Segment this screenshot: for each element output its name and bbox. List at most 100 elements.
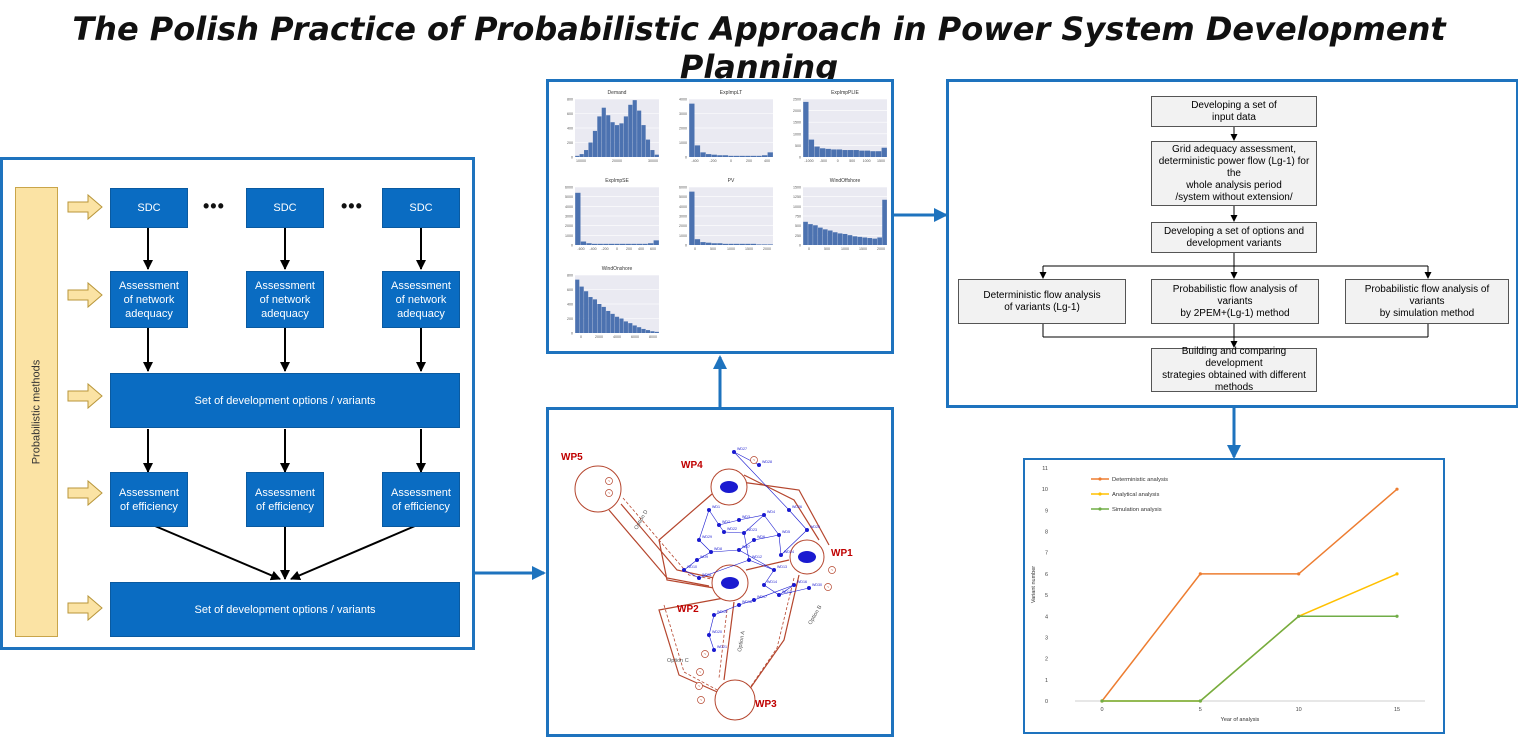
histogram-bar — [762, 244, 768, 245]
y-tick-label: 6 — [1045, 572, 1048, 578]
histogram-xtick: 0 — [837, 159, 839, 163]
network-node — [742, 531, 746, 535]
histogram-bar — [597, 304, 602, 333]
histogram-bar — [632, 100, 637, 157]
histogram-bar — [728, 155, 734, 157]
area-label-wp3: WP3 — [755, 699, 777, 710]
ellipsis-2: ••• — [341, 196, 363, 216]
histogram-xtick: 0 — [730, 159, 732, 163]
network-node-label: WD20 — [712, 630, 722, 634]
histogram-xtick: 1500 — [859, 247, 867, 251]
probabilistic-methods-bar — [15, 187, 58, 637]
histogram-bar — [588, 297, 593, 333]
histogram-bar — [694, 145, 701, 157]
network-node — [712, 648, 716, 652]
network-node — [709, 550, 713, 554]
network-option-line — [746, 577, 795, 693]
histogram-ytick: 1250 — [793, 195, 801, 199]
network-line — [683, 569, 700, 579]
x-tick-label: 5 — [1199, 707, 1202, 713]
histogram-bar — [623, 116, 628, 157]
input-arrow-2 — [67, 281, 103, 309]
histogram-xtick: 400 — [638, 247, 644, 251]
histogram-bar — [597, 243, 603, 245]
network-adequacy-box-2: Assessment of network adequacy — [246, 271, 324, 328]
network-node-label: WD14 — [767, 580, 777, 584]
series-point — [1395, 614, 1399, 618]
network-node — [757, 463, 761, 467]
histogram-bar — [745, 155, 751, 157]
flow-step-options-variants: Developing a set of options and developm… — [1151, 222, 1317, 253]
y-tick-label: 2 — [1045, 657, 1048, 663]
histogram-ytick: 2000 — [679, 224, 687, 228]
histogram-bar — [601, 107, 606, 157]
histogram-bar — [739, 243, 745, 245]
histogram-bar — [814, 146, 820, 157]
network-node — [779, 553, 783, 557]
histogram-xtick: 2000 — [877, 247, 885, 251]
histogram-ytick: 3000 — [679, 112, 687, 116]
line-chart-panel — [1023, 458, 1445, 734]
legend-label: Analytical analysis — [1112, 492, 1159, 498]
histogram-ytick: 5000 — [679, 195, 687, 199]
histogram-bar — [620, 243, 626, 245]
histogram-bar — [734, 155, 740, 157]
generator-symbol — [701, 650, 709, 658]
network-line — [748, 559, 775, 571]
histogram-title: Demand — [608, 90, 627, 96]
network-node — [695, 558, 699, 562]
histogram-xtick: -200 — [709, 159, 716, 163]
flowchart-connectors — [1039, 126, 1432, 348]
histogram-bar — [852, 236, 858, 245]
sdc-box-1: SDC — [110, 188, 188, 228]
series-point — [1198, 572, 1202, 576]
network-line — [780, 529, 808, 556]
flow-branch-2pem: Probabilistic flow analysis of variants … — [1151, 279, 1319, 324]
histogram-bar — [614, 125, 620, 157]
histogram-bar — [575, 155, 580, 157]
legend-marker — [1098, 477, 1102, 481]
sdc-box-3: SDC — [382, 188, 460, 228]
histogram-bar — [584, 150, 589, 157]
histogram-xtick: 1000 — [727, 247, 735, 251]
histogram-bar — [831, 149, 837, 157]
network-line — [743, 514, 765, 534]
network-node-label: WD16 — [797, 580, 807, 584]
histogram-ytick: 1000 — [793, 132, 801, 136]
series-line-2 — [1102, 615, 1397, 702]
network-node-label: WD6 — [757, 535, 765, 539]
input-arrow-4 — [67, 479, 103, 507]
flow-arrow — [154, 525, 281, 581]
histogram-ytick: 0 — [571, 244, 573, 248]
histogram-xtick: 8000 — [649, 335, 657, 339]
histogram-ytick: 1500 — [793, 121, 801, 125]
histogram-bar — [654, 154, 659, 157]
histogram-bar — [756, 155, 762, 157]
series-point — [1297, 572, 1301, 576]
network-node-label: WD22 — [727, 527, 737, 531]
histogram-bar — [619, 318, 624, 333]
histogram-title: WindOnshore — [602, 266, 633, 272]
histogram-xtick: 2000 — [595, 335, 603, 339]
network-node-label: WD24 — [784, 550, 794, 554]
histogram-ytick: 750 — [795, 215, 801, 219]
network-node-label: WD30 — [812, 583, 822, 587]
flow-step-grid-adequacy: Grid adequacy assessment, deterministic … — [1151, 141, 1317, 206]
network-node-label: WD4 — [767, 510, 775, 514]
generator-symbol — [696, 668, 704, 676]
series-point — [1198, 699, 1202, 703]
flow-step-input-data: Developing a set of input data — [1151, 96, 1317, 127]
area-label-wp2: WP2 — [677, 604, 699, 615]
histogram-bar — [717, 243, 723, 245]
histogram-bar — [642, 243, 648, 245]
histogram-bar — [803, 101, 809, 157]
histogram-bar — [653, 240, 659, 245]
histogram-ytick: 4000 — [679, 98, 687, 102]
histogram-bar — [832, 232, 838, 245]
histogram-bar — [645, 330, 651, 333]
network-node — [762, 513, 766, 517]
network-adequacy-box-3: Assessment of network adequacy — [382, 271, 460, 328]
histogram-xtick: 1000 — [841, 247, 849, 251]
